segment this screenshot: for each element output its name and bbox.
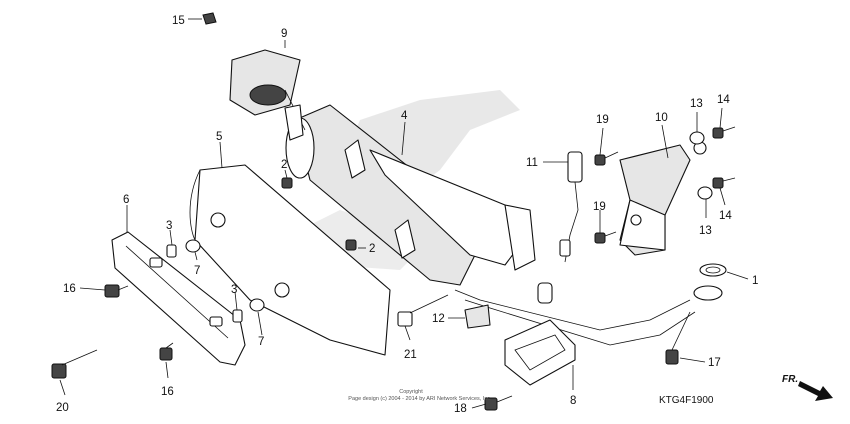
callout-9: 9 <box>281 28 287 40</box>
callout-7b: 7 <box>258 336 264 348</box>
front-direction-indicator: FR. <box>782 374 833 401</box>
leader-lines <box>59 18 749 409</box>
heat-guard-bracket <box>619 141 712 256</box>
muffler-protector <box>189 164 391 356</box>
callout-8: 8 <box>570 395 576 407</box>
callout-17: 17 <box>708 357 721 369</box>
callout-12: 12 <box>432 313 445 325</box>
front-arrow-icon <box>798 381 833 401</box>
callout-14b: 14 <box>719 210 732 222</box>
callout-19b: 19 <box>593 201 606 213</box>
callout-3a: 3 <box>166 220 172 232</box>
callout-2a: 2 <box>281 159 287 171</box>
callout-14a: 14 <box>717 94 730 106</box>
muffler-body <box>285 104 696 346</box>
muffler-stay-clip <box>504 319 576 386</box>
callout-15: 15 <box>172 15 185 27</box>
callout-1: 1 <box>752 275 758 287</box>
callout-21: 21 <box>404 349 417 361</box>
callout-3b: 3 <box>231 284 237 296</box>
muffler-end-cap <box>229 49 306 141</box>
callout-labels: 15 9 5 4 2 2 6 3 7 3 7 16 16 20 21 12 11… <box>56 15 758 415</box>
callout-7a: 7 <box>194 265 200 277</box>
callout-20: 20 <box>56 402 69 414</box>
callout-4: 4 <box>401 110 408 122</box>
callout-16b: 16 <box>161 386 174 398</box>
callout-13a: 13 <box>690 98 703 110</box>
callout-5: 5 <box>216 131 222 143</box>
protector-cover-plate <box>111 231 246 366</box>
copyright-line-2: Page design (c) 2004 - 2014 by ARI Netwo… <box>348 396 492 402</box>
diagram-code: KTG4F1900 <box>659 395 714 406</box>
callout-16a: 16 <box>63 283 76 295</box>
exhaust-gasket <box>693 263 727 301</box>
callout-10: 10 <box>655 112 668 124</box>
callout-18: 18 <box>454 403 467 415</box>
copyright-line-1: Copyright <box>399 389 423 395</box>
oxygen-sensor <box>559 151 583 263</box>
front-direction-label: FR. <box>782 374 798 385</box>
callout-2b: 2 <box>369 243 375 255</box>
callout-6: 6 <box>123 194 129 206</box>
callout-19a: 19 <box>596 114 609 126</box>
callout-13b: 13 <box>699 225 712 237</box>
callout-11: 11 <box>526 157 538 169</box>
